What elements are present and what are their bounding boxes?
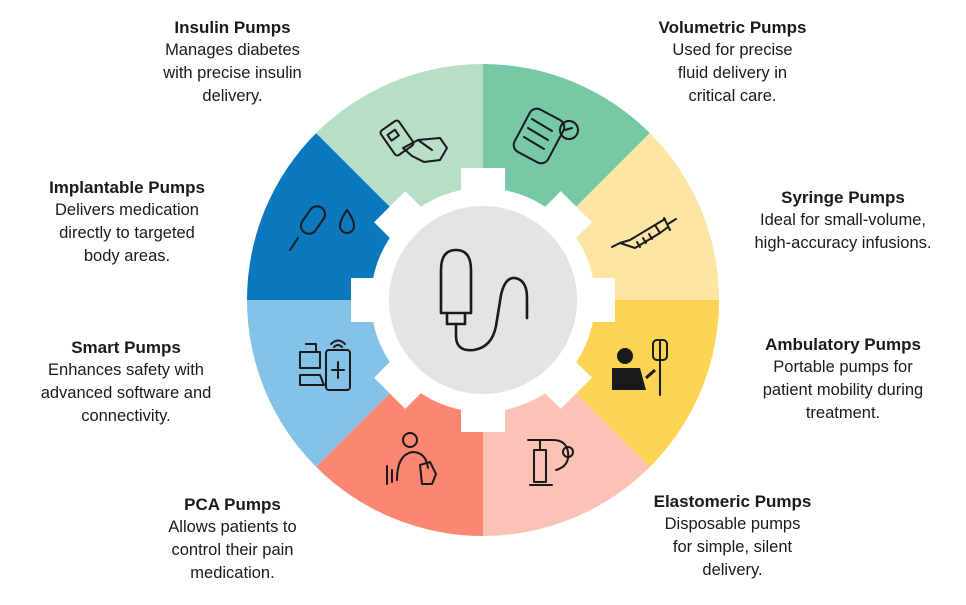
segment-desc-line: Manages diabetes bbox=[165, 41, 300, 59]
segment-desc-line: for simple, silent bbox=[672, 538, 793, 556]
segment-title: Syringe Pumps bbox=[781, 188, 905, 207]
segment-title: Volumetric Pumps bbox=[658, 18, 807, 37]
segment-desc-line: critical care. bbox=[688, 87, 777, 105]
segment-desc-line: connectivity. bbox=[81, 407, 171, 425]
segment-desc-line: Portable pumps for bbox=[773, 358, 913, 376]
elastomeric-pump-icon bbox=[527, 439, 574, 486]
segment-desc-line: directly to targeted bbox=[59, 224, 195, 242]
segment-desc-line: with precise insulin bbox=[163, 64, 302, 82]
segment-desc-line: patient mobility during bbox=[762, 381, 924, 399]
segment-desc-line: delivery. bbox=[202, 87, 263, 105]
label-elastomeric-pumps: Elastomeric Pumps Disposable pumps for s… bbox=[630, 490, 835, 582]
label-pca-pumps: PCA Pumps Allows patients to control the… bbox=[130, 493, 335, 585]
smart-pump-phone-icon bbox=[299, 339, 351, 391]
center-disc bbox=[389, 206, 577, 394]
label-implantable-pumps: Implantable Pumps Delivers medication di… bbox=[22, 176, 232, 268]
segment-desc-line: advanced software and bbox=[40, 384, 212, 402]
segment-desc-line: fluid delivery in bbox=[677, 64, 788, 82]
segment-desc-line: Disposable pumps bbox=[664, 515, 801, 533]
gear-tooth bbox=[461, 392, 505, 432]
implant-drop-icon bbox=[289, 205, 355, 251]
segment-desc-line: Ideal for small-volume, bbox=[760, 211, 926, 229]
gear-tooth bbox=[532, 349, 592, 409]
label-ambulatory-pumps: Ambulatory Pumps Portable pumps for pati… bbox=[730, 333, 956, 425]
segment-desc-line: Delivers medication bbox=[55, 201, 199, 219]
segment-title: Ambulatory Pumps bbox=[765, 335, 921, 354]
segment-desc-line: high-accuracy infusions. bbox=[754, 234, 932, 252]
gear-tooth bbox=[532, 191, 592, 251]
label-syringe-pumps: Syringe Pumps Ideal for small-volume, hi… bbox=[730, 186, 956, 255]
segment-desc-line: medication. bbox=[190, 564, 275, 582]
gear-tooth bbox=[374, 349, 434, 409]
gear-tooth bbox=[374, 191, 434, 251]
iv-bag-icon bbox=[512, 107, 579, 165]
label-smart-pumps: Smart Pumps Enhances safety with advance… bbox=[10, 336, 242, 428]
label-insulin-pumps: Insulin Pumps Manages diabetes with prec… bbox=[130, 16, 335, 108]
segment-desc-line: treatment. bbox=[805, 404, 881, 422]
insulin-pen-hand-icon bbox=[379, 119, 448, 163]
segment-title: PCA Pumps bbox=[184, 495, 281, 514]
patient-with-iv-icon bbox=[612, 339, 668, 396]
gear-tooth bbox=[351, 278, 391, 322]
syringe-icon bbox=[611, 217, 677, 249]
gear-tooth bbox=[575, 278, 615, 322]
segment-desc-line: body areas. bbox=[83, 247, 171, 265]
infusion-pump-icon bbox=[439, 248, 529, 352]
patient-press-button-icon bbox=[386, 432, 437, 485]
segment-desc-line: control their pain bbox=[171, 541, 294, 559]
segment-desc-line: Enhances safety with bbox=[48, 361, 204, 379]
gear-tooth bbox=[461, 168, 505, 208]
segment-title: Elastomeric Pumps bbox=[653, 492, 812, 511]
label-volumetric-pumps: Volumetric Pumps Used for precise fluid … bbox=[630, 16, 835, 108]
segment-title: Insulin Pumps bbox=[174, 18, 291, 37]
segment-desc-line: delivery. bbox=[702, 561, 763, 579]
segment-title: Implantable Pumps bbox=[49, 178, 205, 197]
segment-desc-line: Used for precise bbox=[672, 41, 793, 59]
segment-title: Smart Pumps bbox=[71, 338, 181, 357]
segment-desc-line: Allows patients to bbox=[168, 518, 297, 536]
